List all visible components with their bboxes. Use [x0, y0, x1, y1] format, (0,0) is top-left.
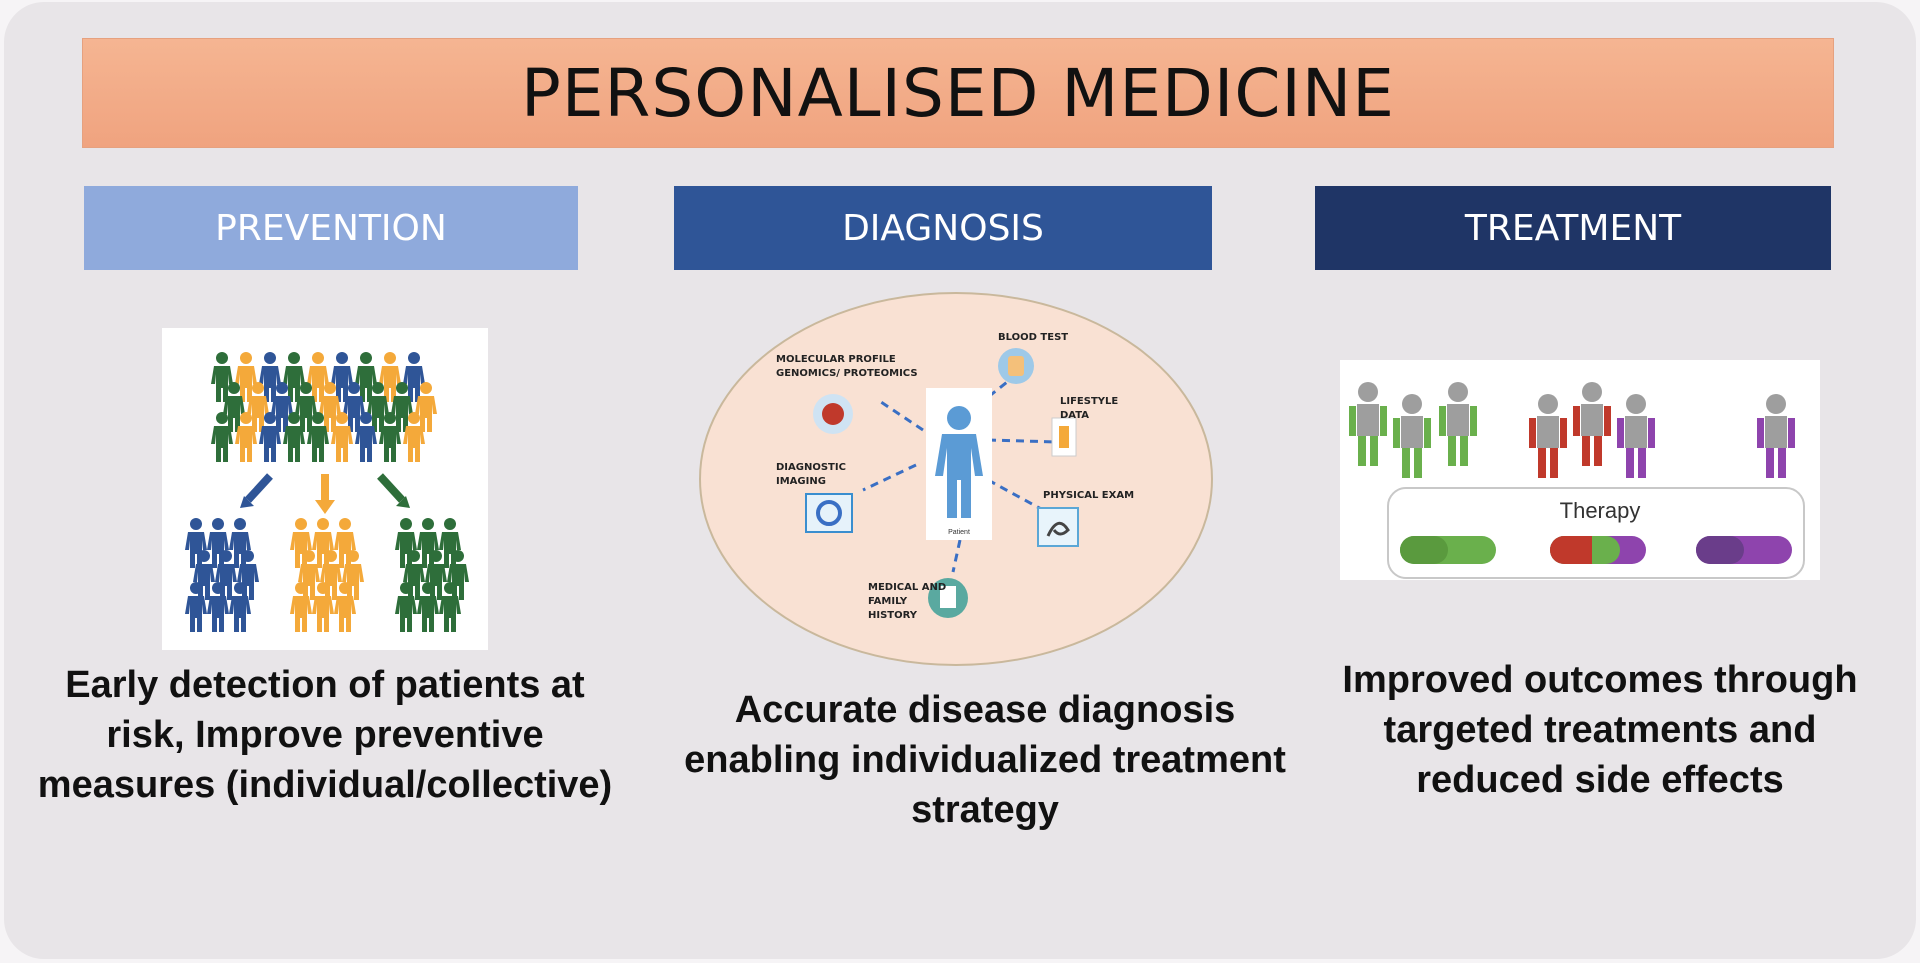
node-lifestyle: LIFESTYLE [1060, 396, 1118, 407]
diagnosis-illustration: Patient BLOOD TEST MOLECULAR PROFILE GEN… [699, 292, 1213, 666]
node-history: HISTORY [868, 610, 918, 621]
person-icon [312, 582, 334, 632]
patient-figure-icon [1529, 394, 1567, 478]
node-medical-and: MEDICAL AND [868, 582, 946, 593]
person-icon [395, 582, 417, 632]
node-molecular-profile: MOLECULAR PROFILE [776, 354, 896, 365]
person-icon [439, 582, 461, 632]
pill-green [1400, 536, 1496, 564]
treatment-header: TREATMENT [1315, 186, 1831, 270]
person-icon [334, 582, 356, 632]
patient-figure-icon [1617, 394, 1655, 478]
prevention-description: Early detection of patients at risk, Imp… [37, 664, 613, 806]
patient-figure-icon [1393, 394, 1431, 478]
node-genomics: GENOMICS/ PROTEOMICS [776, 368, 918, 379]
person-icon [307, 352, 329, 402]
person-icon [331, 352, 353, 402]
treatment-therapy-image: Therapy [1340, 360, 1820, 580]
node-imaging: IMAGING [776, 476, 826, 487]
person-icon [185, 582, 207, 632]
pill-mixed [1550, 536, 1646, 564]
node-family: FAMILY [868, 596, 908, 607]
node-diagnostic: DIAGNOSTIC [776, 462, 846, 473]
diagnosis-description: Accurate disease diagnosis enabling indi… [684, 689, 1286, 831]
person-icon [229, 582, 251, 632]
page-title: PERSONALISED MEDICINE [521, 54, 1395, 132]
prevention-header: PREVENTION [84, 186, 578, 270]
patient-figure-icon [1349, 382, 1387, 466]
patient-icon [935, 406, 983, 518]
node-lifestyle-data: DATA [1060, 410, 1089, 421]
person-icon [355, 352, 377, 402]
crowd-illustration [185, 352, 469, 632]
person-icon [417, 582, 439, 632]
patient-label: Patient [948, 529, 970, 536]
person-icon [283, 352, 305, 402]
patient-figure-icon [1757, 394, 1795, 478]
patient-figure-icon [1573, 382, 1611, 466]
lifestyle-data-icon [1051, 417, 1077, 457]
node-blood-test: BLOOD TEST [998, 332, 1068, 343]
person-icon [207, 582, 229, 632]
title-banner: PERSONALISED MEDICINE [82, 38, 1834, 148]
prevention-crowd-image [162, 328, 488, 650]
person-icon [379, 352, 401, 402]
split-arrows [240, 473, 410, 514]
person-icon [259, 352, 281, 402]
person-icon [211, 352, 233, 402]
treatment-description: Improved outcomes through targeted treat… [1342, 659, 1858, 801]
pill-purple [1696, 536, 1792, 564]
therapy-label: Therapy [1560, 498, 1641, 523]
person-icon [235, 352, 257, 402]
node-physical-exam: PHYSICAL EXAM [1043, 490, 1134, 501]
diagnosis-header: DIAGNOSIS [674, 186, 1212, 270]
therapy-illustration: Therapy [1349, 382, 1805, 579]
person-icon [403, 352, 425, 402]
physical-exam-icon [1037, 507, 1079, 547]
patient-figure-icon [1439, 382, 1477, 466]
diagnostic-imaging-icon [805, 493, 853, 533]
person-icon [290, 582, 312, 632]
diagnosis-ellipse-image: Patient BLOOD TEST MOLECULAR PROFILE GEN… [698, 290, 1214, 668]
